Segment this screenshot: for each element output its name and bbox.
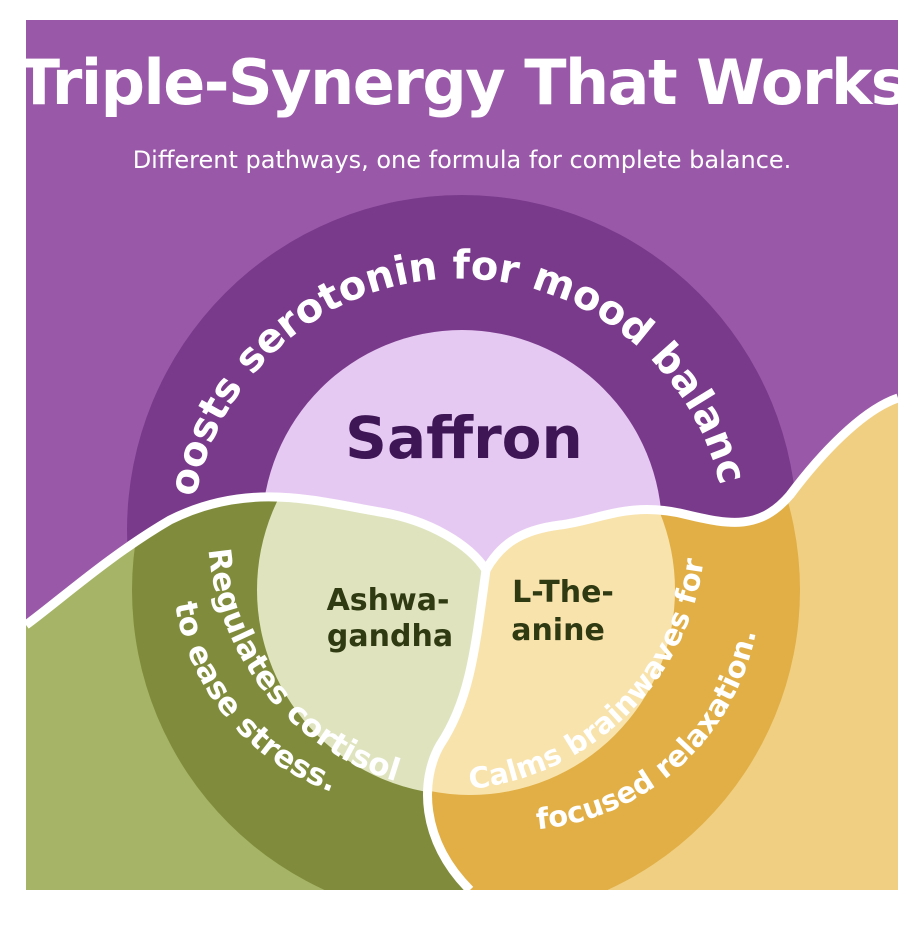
ashwagandha-region (26, 496, 486, 890)
ltheanine-label-line1: L-The- (512, 575, 614, 610)
ashwagandha-label-line1: Ashwa- (327, 583, 450, 618)
saffron-label: Saffron (345, 404, 583, 472)
page-subtitle: Different pathways, one formula for comp… (133, 146, 792, 174)
page-title: Triple-Synergy That Works (18, 46, 906, 119)
ashwagandha-label-line2: gandha (327, 619, 453, 654)
ashwagandha-center (257, 496, 486, 795)
saffron-center (262, 330, 662, 625)
top-wave-divider (26, 393, 898, 629)
card (26, 20, 898, 890)
ltheanine-label-line2: anine (511, 613, 605, 648)
center-wave-divider (423, 569, 491, 890)
